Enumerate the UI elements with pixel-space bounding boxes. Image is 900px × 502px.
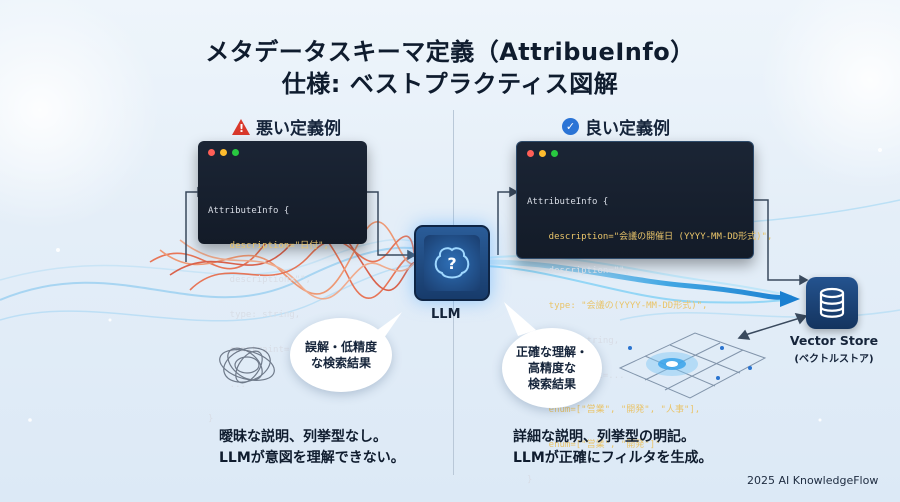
- llm-label: LLM: [431, 307, 461, 322]
- footer-credit: 2025 AI KnowledgeFlow: [747, 474, 879, 487]
- flow-arrows: [185, 186, 809, 340]
- good-code-window: AttributeInfo { description="会議の開催日 (YYY…: [516, 141, 773, 485]
- bad-result-bubble: 誤解・低精度な検索結果: [290, 318, 392, 392]
- good-example-title: 良い定義例: [585, 119, 670, 139]
- bad-example-title: 悪い定義例: [256, 119, 341, 139]
- code-line: type: "会議の(YYYY-MM-DD形式)",: [527, 301, 708, 312]
- warning-icon: !: [232, 118, 250, 135]
- bad-example-heading: ! 悪い定義例: [232, 114, 341, 139]
- bubble-text: な検索結果: [310, 356, 371, 370]
- window-controls: [527, 150, 558, 157]
- svg-text:?: ?: [447, 254, 456, 273]
- code-line: }: [208, 414, 214, 425]
- page-title: メタデータスキーマ定義（AttribueInfo）: [205, 38, 695, 66]
- good-result-bubble: 正確な理解・高精度な検索結果: [502, 328, 602, 408]
- description-line: 曖昧な説明、列挙型なし。: [219, 429, 387, 445]
- bubble-text: 高精度な: [527, 361, 576, 375]
- code-line: AttributeInfo {: [208, 205, 290, 216]
- window-controls: [208, 149, 239, 156]
- bubble-text: 正確な理解・: [515, 345, 588, 359]
- bubble-tail: [504, 302, 536, 336]
- description-line: 詳細な説明、列挙型の明記。: [513, 429, 695, 445]
- vector-store-sublabel: (ベクトルストア): [794, 354, 874, 365]
- target-grid-icon: [618, 332, 767, 399]
- bubble-text: 検索結果: [527, 377, 576, 391]
- llm-chip: ?: [414, 225, 490, 301]
- noise-scribble-icon: [219, 347, 275, 384]
- check-circle-icon: ✓: [562, 118, 579, 135]
- code-line: type: string,: [208, 310, 301, 321]
- code-line: description="会議の開催日 (YYYY-MM-DD形式)",: [527, 231, 773, 242]
- brain-question-icon: ?: [424, 235, 480, 291]
- code-line: }: [527, 475, 533, 486]
- vector-store-label: Vector Store: [789, 333, 879, 348]
- database-icon: [806, 277, 858, 329]
- code-line: description="",: [208, 275, 311, 286]
- code-line: description="",: [527, 266, 630, 277]
- bad-code-window: AttributeInfo { description="日付", descri…: [198, 141, 367, 424]
- bubble-text: 誤解・低精度: [304, 340, 377, 354]
- code-line: constraint=...: [208, 344, 306, 355]
- code-line: enum=["営業", "開発", "人事"],: [527, 405, 701, 416]
- code-line: description="日付",: [208, 240, 329, 251]
- good-description: 詳細な説明、列挙型の明記。 LLMが正確にフィルタを生成。: [513, 427, 713, 469]
- description-line: LLMが正確にフィルタを生成。: [513, 450, 713, 466]
- code-line: enum=["営業", "開発"]": [527, 440, 661, 451]
- code-line: ...: [208, 379, 246, 390]
- bubble-tail: [372, 312, 402, 338]
- page-subtitle: 仕様: ベストプラクティス図解: [281, 70, 619, 98]
- bad-description: 曖昧な説明、列挙型なし。 LLMが意図を理解できない。: [219, 427, 405, 469]
- good-example-heading: ✓ 良い定義例: [562, 114, 670, 139]
- description-line: LLMが意図を理解できない。: [219, 450, 405, 466]
- code-line: AttributeInfo {: [527, 196, 609, 207]
